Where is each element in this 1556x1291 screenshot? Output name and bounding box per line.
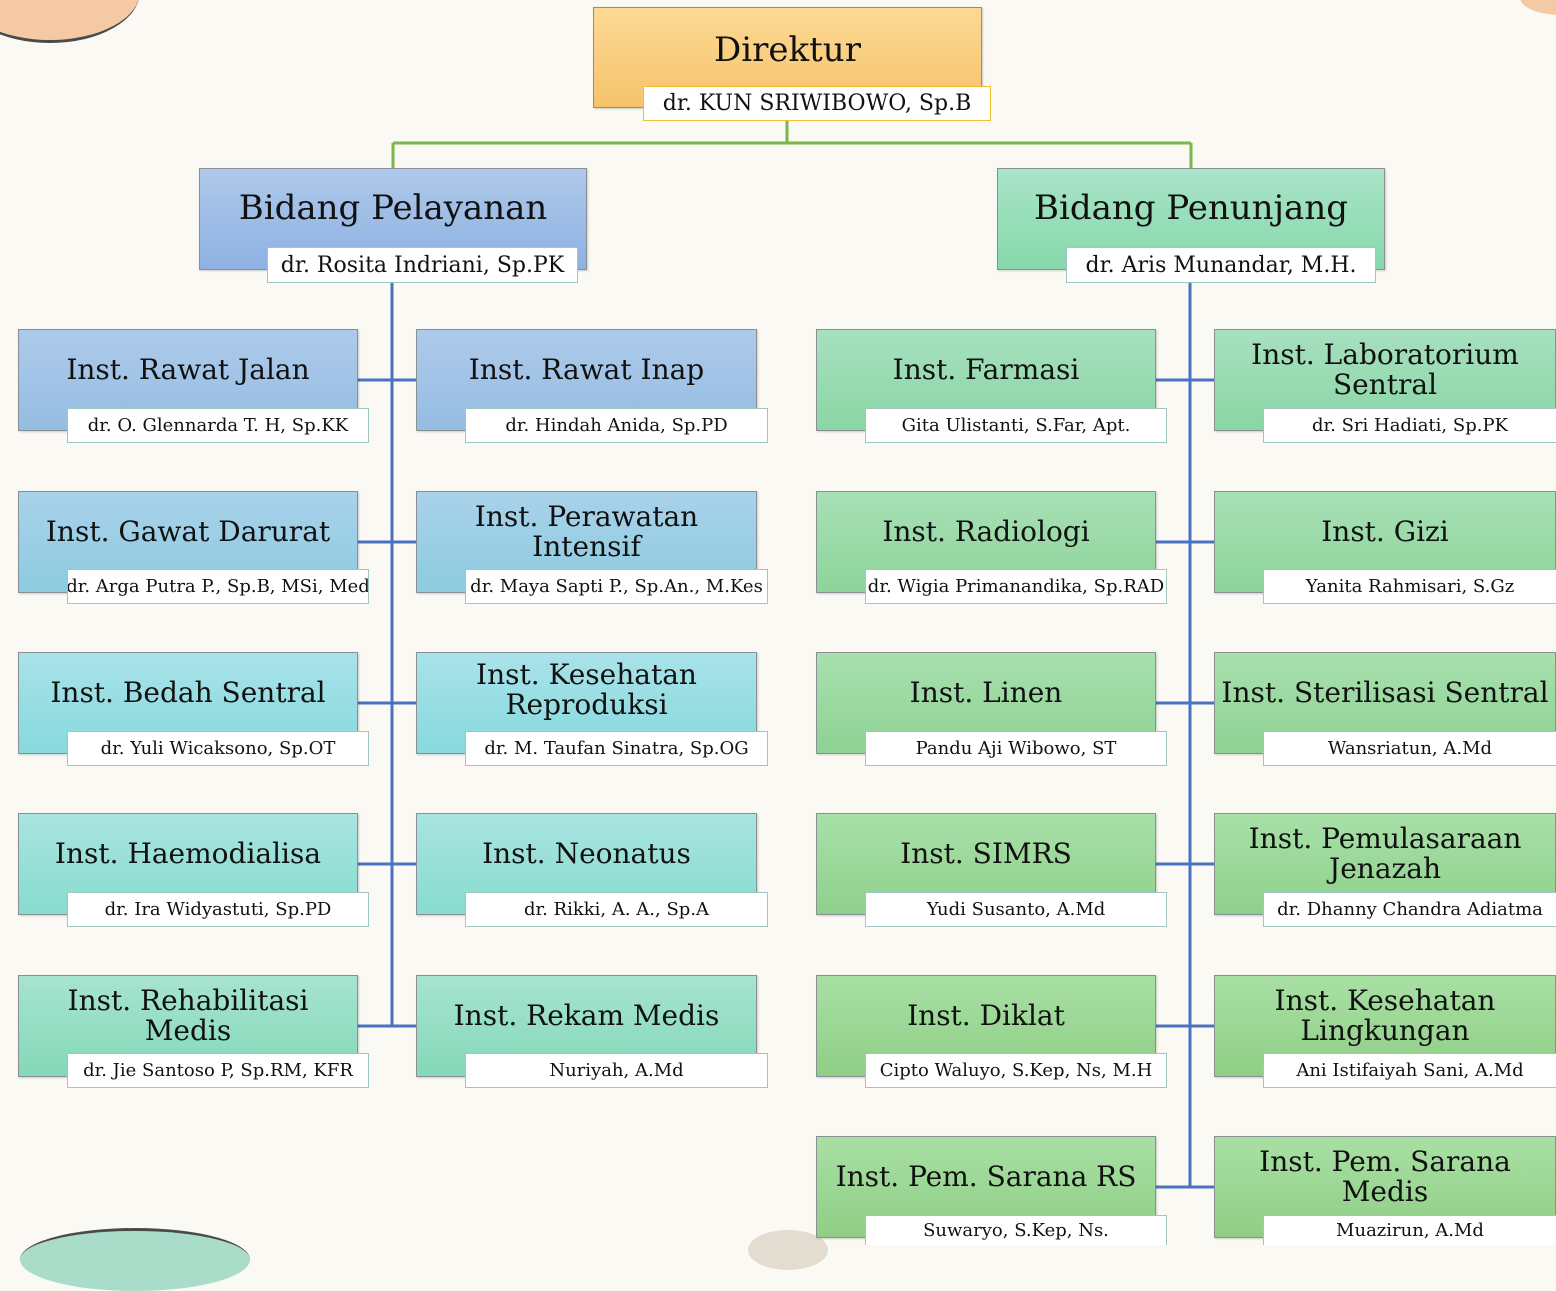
unit-title: Inst. Rawat Inap: [468, 353, 705, 386]
unit-title: Inst. Kesehatan Reproduksi: [476, 658, 697, 721]
unit-head-name: dr. O. Glennarda T. H, Sp.KK: [67, 408, 369, 443]
unit-head-name: Yanita Rahmisari, S.Gz: [1263, 569, 1556, 604]
decorative-blob-top-left: [0, 0, 140, 43]
unit-title: Inst. Rekam Medis: [453, 999, 720, 1032]
unit-head-name: Yudi Susanto, A.Md: [865, 892, 1167, 927]
bidang-penunjang-title: Bidang Penunjang: [1033, 188, 1348, 228]
unit-head-name: Muazirun, A.Md: [1263, 1215, 1556, 1245]
unit-head-name: dr. Yuli Wicaksono, Sp.OT: [67, 731, 369, 766]
unit-title: Inst. Pem. Sarana Medis: [1259, 1145, 1511, 1208]
unit-head-name: dr. Jie Santoso P, Sp.RM, KFR: [67, 1053, 369, 1088]
unit-title: Inst. Pemulasaraan Jenazah: [1248, 822, 1522, 885]
unit-head-name: Nuriyah, A.Md: [465, 1053, 768, 1088]
unit-title: Inst. Linen: [909, 676, 1063, 709]
unit-title: Inst. Rawat Jalan: [66, 353, 310, 386]
unit-title: Inst. Neonatus: [482, 837, 691, 870]
unit-head-name: Ani Istifaiyah Sani, A.Md: [1263, 1053, 1556, 1088]
unit-title: Inst. Haemodialisa: [54, 837, 322, 870]
unit-title: Inst. Sterilisasi Sentral: [1221, 676, 1549, 709]
unit-head-name: dr. Maya Sapti P., Sp.An., M.Kes: [465, 569, 768, 604]
unit-title: Inst. Radiologi: [882, 515, 1090, 548]
unit-head-name: Pandu Aji Wibowo, ST: [865, 731, 1167, 766]
unit-head-name: dr. M. Taufan Sinatra, Sp.OG: [465, 731, 768, 766]
bidang-penunjang-head-name: dr. Aris Munandar, M.H.: [1066, 247, 1376, 283]
unit-title: Inst. Pem. Sarana RS: [835, 1160, 1137, 1193]
unit-head-name: dr. Hindah Anida, Sp.PD: [465, 408, 768, 443]
unit-title: Inst. SIMRS: [900, 837, 1072, 870]
unit-head-name: dr. Rikki, A. A., Sp.A: [465, 892, 768, 927]
unit-head-name: dr. Arga Putra P., Sp.B, MSi, Med: [67, 569, 369, 604]
unit-title: Inst. Farmasi: [892, 353, 1080, 386]
unit-title: Inst. Diklat: [907, 999, 1065, 1032]
unit-title: Inst. Gawat Darurat: [45, 515, 331, 548]
unit-title: Inst. Kesehatan Lingkungan: [1274, 984, 1496, 1047]
unit-head-name: Suwaryo, S.Kep, Ns.: [865, 1215, 1167, 1245]
bidang-pelayanan-head-name: dr. Rosita Indriani, Sp.PK: [267, 247, 578, 283]
unit-title: Inst. Gizi: [1321, 515, 1449, 548]
unit-head-name: dr. Wigia Primanandika, Sp.RAD: [865, 569, 1167, 604]
unit-head-name: dr. Sri Hadiati, Sp.PK: [1263, 408, 1556, 443]
unit-head-name: Wansriatun, A.Md: [1263, 731, 1556, 766]
bidang-pelayanan-title: Bidang Pelayanan: [238, 188, 548, 228]
unit-head-name: dr. Ira Widyastuti, Sp.PD: [67, 892, 369, 927]
unit-head-name: Gita Ulistanti, S.Far, Apt.: [865, 408, 1167, 443]
unit-title: Inst. Laboratorium Sentral: [1251, 338, 1519, 401]
unit-title: Inst. Perawatan Intensif: [474, 500, 699, 563]
connector-lines: [358, 120, 1214, 1189]
unit-head-name: Cipto Waluyo, S.Kep, Ns, M.H: [865, 1053, 1167, 1088]
director-name: dr. KUN SRIWIBOWO, Sp.B: [643, 86, 991, 121]
unit-title: Inst. Bedah Sentral: [50, 676, 326, 709]
director-title: Direktur: [714, 30, 861, 70]
unit-head-name: dr. Dhanny Chandra Adiatma: [1263, 892, 1556, 927]
unit-title: Inst. Rehabilitasi Medis: [67, 984, 309, 1047]
